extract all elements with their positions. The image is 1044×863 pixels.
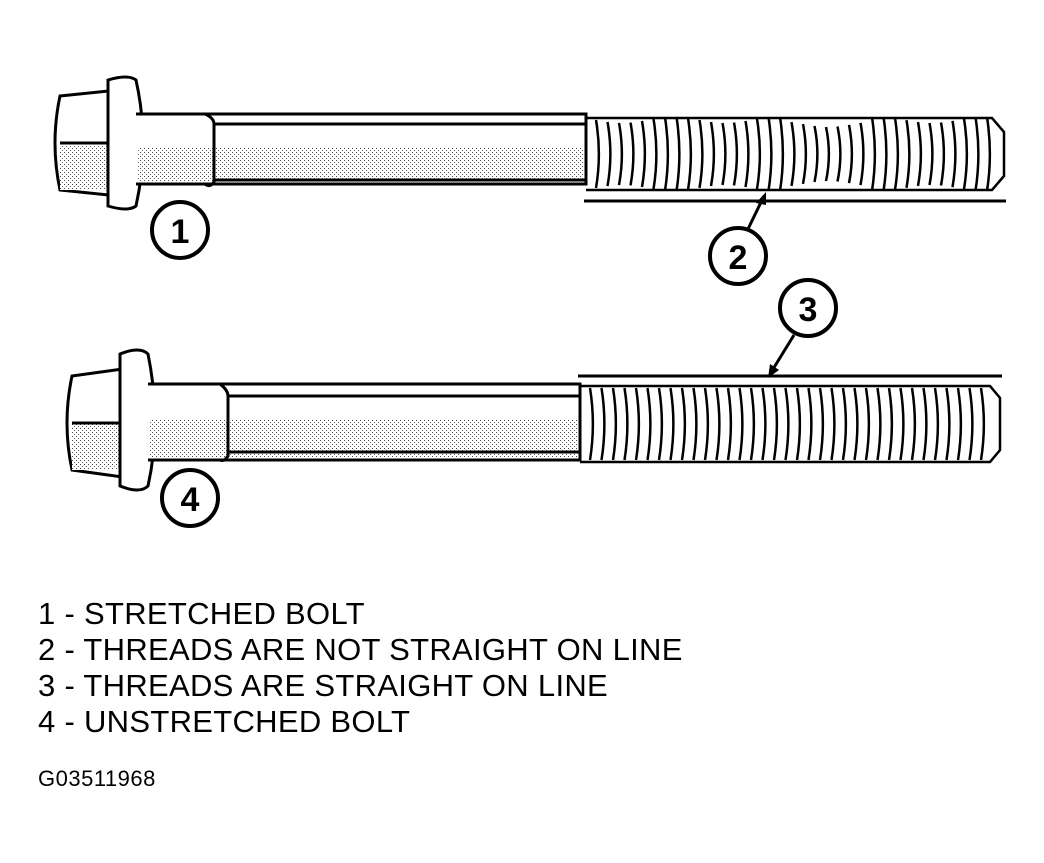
thread-ridge <box>709 121 716 187</box>
thread-ridge <box>887 387 894 461</box>
thread-ridge <box>634 387 641 461</box>
callout-2: 2 <box>708 192 768 286</box>
thread-ridge <box>629 122 635 186</box>
thread-ridge <box>922 387 928 461</box>
thread-ridge <box>968 387 974 461</box>
thread-ridge <box>692 387 698 461</box>
thread-ridge <box>652 118 658 190</box>
unstretched-bolt <box>65 348 1002 492</box>
thread-ridge <box>784 387 790 461</box>
thread-ridge <box>841 387 848 461</box>
thread-ridge <box>933 387 940 461</box>
thread-ridge <box>974 117 980 191</box>
thread-ridge <box>916 121 923 187</box>
thread-ridge <box>646 387 652 461</box>
thread-ridge <box>899 387 905 461</box>
thread-ridge <box>738 387 744 461</box>
legend-item-4: 4 - UNSTRETCHED BOLT <box>38 704 411 739</box>
thread-ridge <box>606 121 612 187</box>
callout-2-number: 2 <box>729 239 748 277</box>
threads-irregular <box>586 116 1006 192</box>
thread-ridge <box>870 117 877 191</box>
callout-3-number: 3 <box>799 291 818 329</box>
legend-item-3: 3 - THREADS ARE STRAIGHT ON LINE <box>38 668 609 703</box>
thread-ridge <box>928 122 934 186</box>
callout-1-number: 1 <box>171 213 190 251</box>
thread-ridge <box>703 387 710 461</box>
callout-4-number: 4 <box>181 481 200 519</box>
thread-ridge <box>744 120 750 188</box>
thread-ridge <box>617 122 624 186</box>
thread-ridge <box>732 122 739 186</box>
callout-1: 1 <box>150 200 210 260</box>
thread-ridge <box>594 119 601 189</box>
thread-ridge <box>698 119 704 189</box>
thread-ridge <box>893 117 900 191</box>
thread-ridge <box>807 387 813 461</box>
thread-ridge <box>686 117 693 191</box>
legend-list: 1 - STRETCHED BOLT 2 - THREADS ARE NOT S… <box>38 596 683 740</box>
thread-ridge <box>623 387 629 461</box>
thread-ridge <box>801 123 808 185</box>
thread-ridge <box>824 126 831 182</box>
thread-ridge <box>985 116 992 192</box>
thread-ridge <box>813 125 819 183</box>
figure-code: G03511968 <box>38 766 156 791</box>
thread-ridge <box>830 387 836 461</box>
thread-ridge <box>675 116 681 192</box>
thread-ridge <box>962 118 969 190</box>
thread-ridge <box>790 121 796 187</box>
callout-3: 3 <box>768 278 838 378</box>
thread-ridge <box>761 387 767 461</box>
thread-ridge <box>663 117 670 191</box>
thread-ridge <box>600 387 606 461</box>
thread-ridge <box>795 387 802 461</box>
thread-ridge <box>859 122 865 186</box>
thread-ridge <box>853 387 859 461</box>
thread-ridge <box>910 387 917 461</box>
thread-ridge <box>640 120 647 188</box>
legend-item-1: 1 - STRETCHED BOLT <box>38 596 365 631</box>
thread-ridge <box>767 117 773 191</box>
thread-ridge <box>818 387 825 461</box>
callout-4: 4 <box>160 468 220 528</box>
thread-ridge <box>847 124 854 184</box>
thread-ridge <box>882 116 888 192</box>
thread-ridge <box>657 387 664 461</box>
bolt-comparison-illustration: 1 2 3 4 <box>53 75 1006 528</box>
thread-ridge <box>945 387 951 461</box>
thread-ridge <box>726 387 733 461</box>
thread-ridge <box>588 387 595 461</box>
thread-ridge <box>939 122 946 186</box>
thread-ridge <box>749 387 756 461</box>
thread-ridge <box>905 119 911 189</box>
thread-ridge <box>979 387 986 461</box>
thread-ridge <box>755 118 762 190</box>
stretched-bolt <box>53 75 1006 211</box>
legend-item-2: 2 - THREADS ARE NOT STRAIGHT ON LINE <box>38 632 683 667</box>
thread-ridge <box>680 387 687 461</box>
thread-ridge <box>951 120 957 188</box>
thread-ridge <box>864 387 871 461</box>
thread-ridge <box>876 387 882 461</box>
thread-ridge <box>611 387 618 461</box>
thread-ridge <box>669 387 675 461</box>
thread-ridge <box>956 387 963 461</box>
thread-ridge <box>778 116 785 192</box>
thread-ridge <box>772 387 779 461</box>
thread-ridge <box>721 122 727 186</box>
thread-ridge <box>715 387 721 461</box>
thread-ridge <box>836 126 842 182</box>
